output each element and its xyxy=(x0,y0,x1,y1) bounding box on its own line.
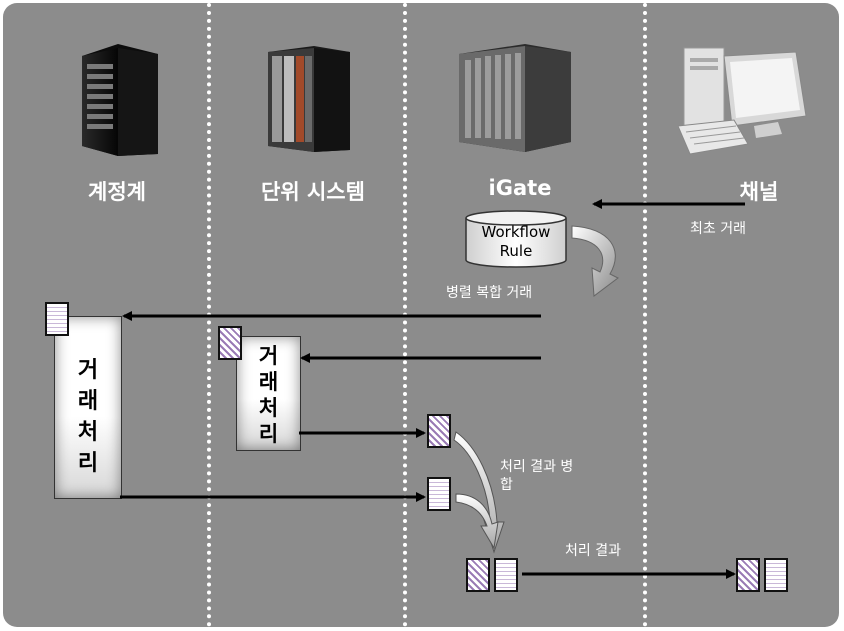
server-tower-icon xyxy=(82,44,158,156)
document-icon xyxy=(45,302,69,336)
document-icon xyxy=(736,558,760,592)
document-icon xyxy=(494,558,518,592)
server-rack-icon xyxy=(268,46,350,152)
lane-title-unit-system: 단위 시스템 xyxy=(261,180,365,204)
lane-title-accounting: 계정계 xyxy=(88,180,146,204)
note-results: 처리 결과 xyxy=(565,543,621,559)
accounting-process-box: 거 래 처 리 xyxy=(54,316,122,499)
database-icon xyxy=(465,210,567,268)
document-icon xyxy=(427,477,451,511)
process-char: 리 xyxy=(77,451,99,476)
merge-arrow xyxy=(455,493,499,550)
mainframe-icon xyxy=(459,44,571,152)
lane-title-channel: 채널 xyxy=(739,180,779,204)
process-char: 래 xyxy=(258,370,279,394)
note-merge-results-2: 합 xyxy=(500,477,513,493)
process-char: 처 xyxy=(77,420,99,445)
process-char: 처 xyxy=(258,396,279,420)
process-char: 거 xyxy=(77,358,99,383)
desktop-computer-icon xyxy=(678,47,807,155)
note-first-transaction: 최초 거래 xyxy=(690,221,746,237)
process-char: 거 xyxy=(258,344,279,368)
lane-separator xyxy=(643,3,647,627)
document-icon xyxy=(218,326,242,360)
lane-title-igate: iGate xyxy=(488,176,552,200)
document-icon xyxy=(466,558,490,592)
document-icon xyxy=(427,414,451,448)
note-parallel-composite: 병렬 복합 거래 xyxy=(446,285,533,301)
unit-system-process-box: 거 래 처 리 xyxy=(236,336,301,451)
note-merge-results-1: 처리 결과 병 xyxy=(500,459,574,475)
document-icon xyxy=(764,558,788,592)
process-char: 래 xyxy=(77,389,99,414)
process-char: 리 xyxy=(258,422,279,446)
curved-arrow-icon xyxy=(571,225,619,297)
workflow-db-label-1: Workflow xyxy=(481,223,551,241)
workflow-db-label-2: Rule xyxy=(499,242,533,260)
